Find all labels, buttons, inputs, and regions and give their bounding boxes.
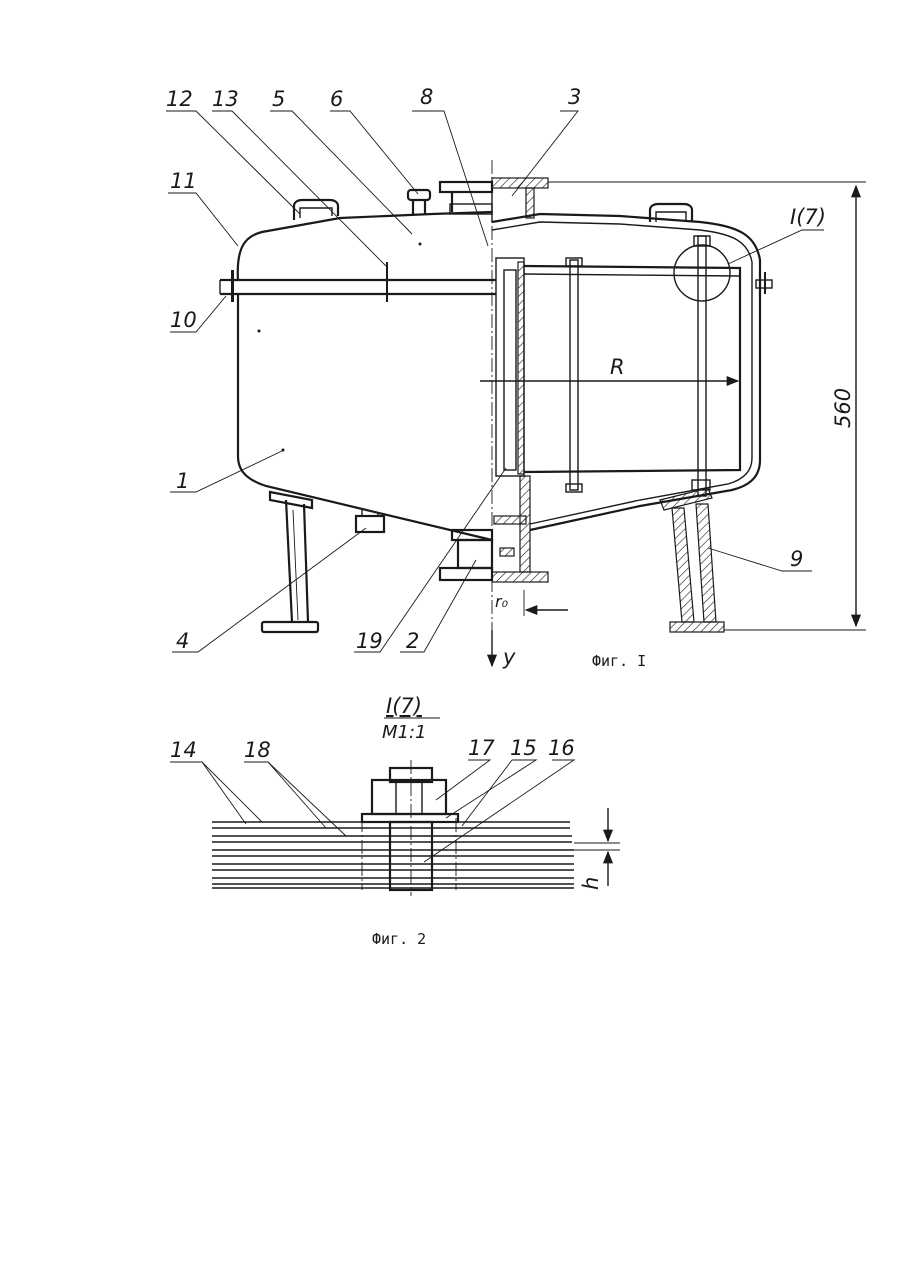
callout-10: 10: [170, 308, 197, 332]
callout-2: 2: [406, 629, 419, 653]
flange-bolt-left: [231, 270, 234, 302]
callout-11: 11: [170, 169, 197, 193]
y-axis-label: y: [502, 645, 516, 669]
figure-2-title: I(7): [386, 694, 422, 718]
callout-15: 15: [510, 736, 537, 760]
drain-valve: [356, 516, 384, 532]
h-label: h: [579, 877, 603, 890]
figure-2: I(7) M1:1 h: [170, 694, 620, 948]
callout-19: 19: [356, 629, 383, 653]
callout-16: 16: [548, 736, 575, 760]
vessel-section-right: [492, 178, 772, 632]
callout-8: 8: [420, 85, 433, 109]
vessel-exterior-left: [220, 182, 496, 632]
callout-1: 1: [176, 469, 189, 493]
figure-2-caption: Фиг. 2: [372, 930, 426, 948]
flange-bolt-mid: [386, 262, 388, 302]
callout-18: 18: [244, 738, 271, 762]
callout-12: 12: [166, 87, 193, 111]
r0-label: r₀: [495, 592, 509, 611]
detail-circle: [674, 245, 730, 301]
callout-4: 4: [176, 629, 189, 653]
figure-1-caption: Фиг. I: [592, 652, 646, 670]
figure-1: R 560 r₀ y 12: [166, 85, 866, 670]
callout-17: 17: [468, 736, 495, 760]
callout-5: 5: [272, 87, 285, 111]
support-leg-left: [262, 492, 318, 632]
height-dimension-label: 560: [831, 388, 855, 428]
callout-13: 13: [212, 87, 239, 111]
callout-9: 9: [790, 547, 803, 571]
callout-14: 14: [170, 738, 197, 762]
callout-3: 3: [568, 85, 581, 109]
detail-callout: I(7): [790, 205, 826, 229]
top-valve: [408, 190, 430, 200]
radius-label: R: [610, 355, 625, 379]
support-leg-right: [660, 488, 724, 632]
plate-stack: [212, 818, 574, 890]
callout-6: 6: [330, 87, 343, 111]
figure-2-scale: M1:1: [382, 722, 427, 743]
